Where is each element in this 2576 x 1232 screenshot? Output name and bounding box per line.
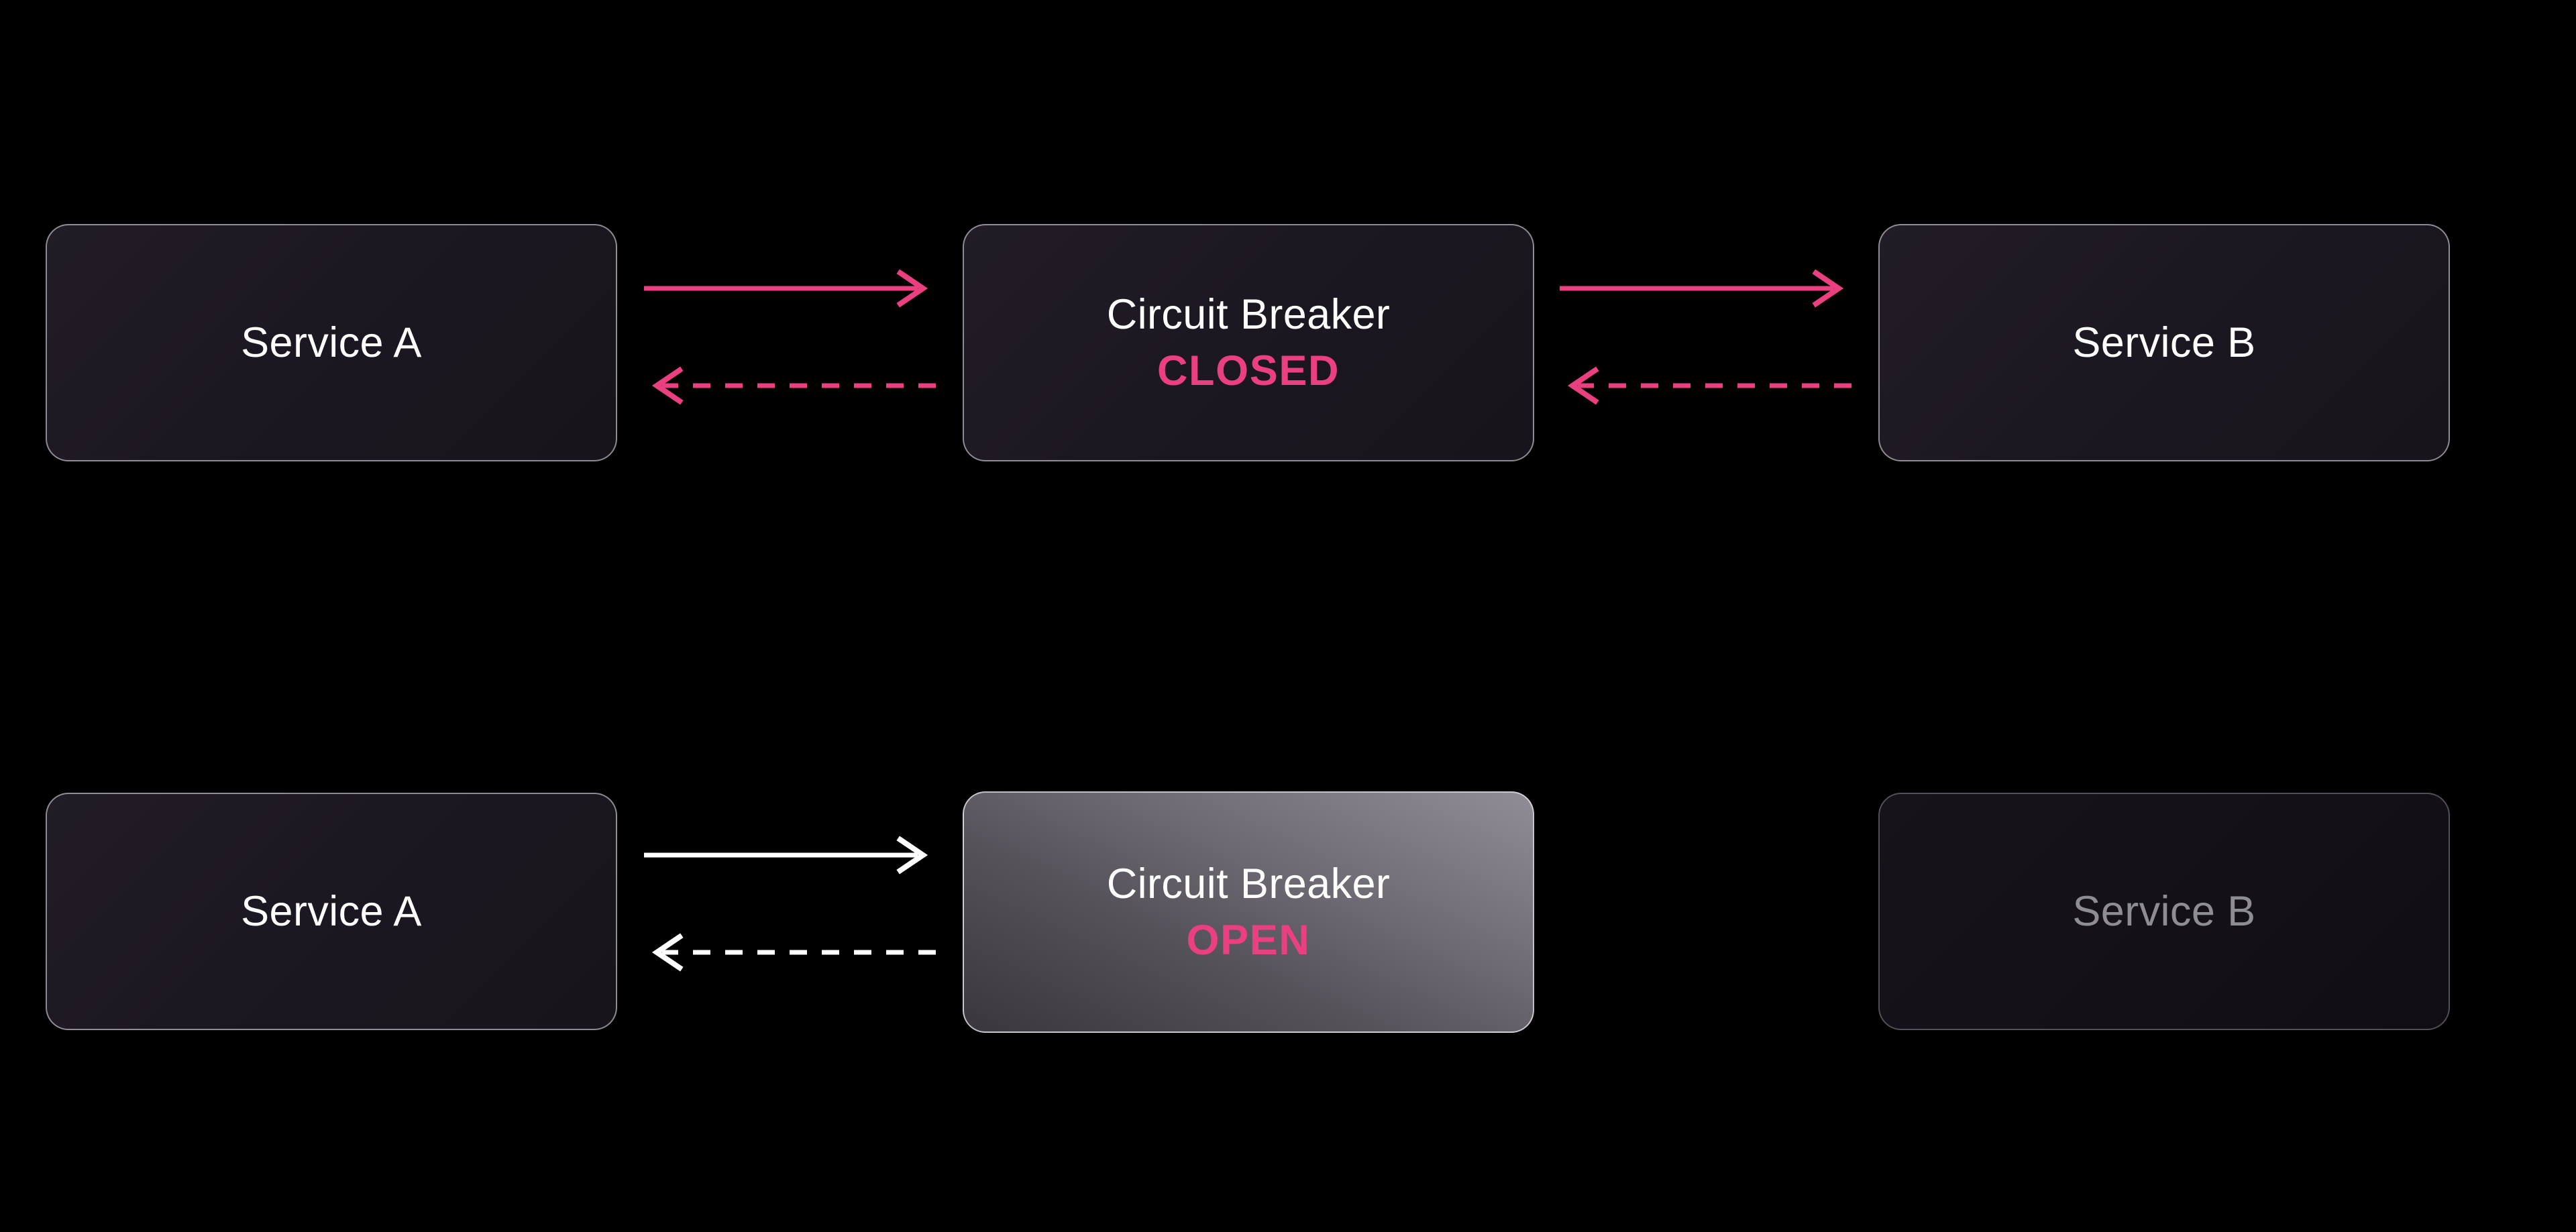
conn-a-to-cb-closed <box>644 268 939 309</box>
status-badge-closed: CLOSED <box>1157 347 1340 394</box>
node-service-b-closed[interactable]: Service B <box>1878 224 2450 461</box>
conn-b-to-cb-closed <box>1556 366 1851 406</box>
node-circuit-breaker-open[interactable]: Circuit Breaker OPEN <box>963 791 1534 1033</box>
status-badge-open: OPEN <box>1186 917 1311 964</box>
node-service-a-closed[interactable]: Service A <box>46 224 617 461</box>
node-label-service-b: Service B <box>2072 319 2256 366</box>
node-label-circuit-breaker: Circuit Breaker <box>1106 860 1391 907</box>
node-service-a-open[interactable]: Service A <box>46 793 617 1030</box>
conn-cb-to-a-closed <box>641 366 936 406</box>
conn-cb-to-b-closed <box>1560 268 1855 309</box>
node-label-circuit-breaker: Circuit Breaker <box>1106 290 1391 338</box>
node-circuit-breaker-closed[interactable]: Circuit Breaker CLOSED <box>963 224 1534 461</box>
node-service-b-open[interactable]: Service B <box>1878 793 2450 1030</box>
conn-a-to-cb-open <box>644 835 939 875</box>
conn-cb-to-a-open <box>641 932 936 972</box>
node-label-service-b: Service B <box>2072 887 2256 935</box>
node-label-service-a: Service A <box>241 319 422 366</box>
node-label-service-a: Service A <box>241 887 422 935</box>
